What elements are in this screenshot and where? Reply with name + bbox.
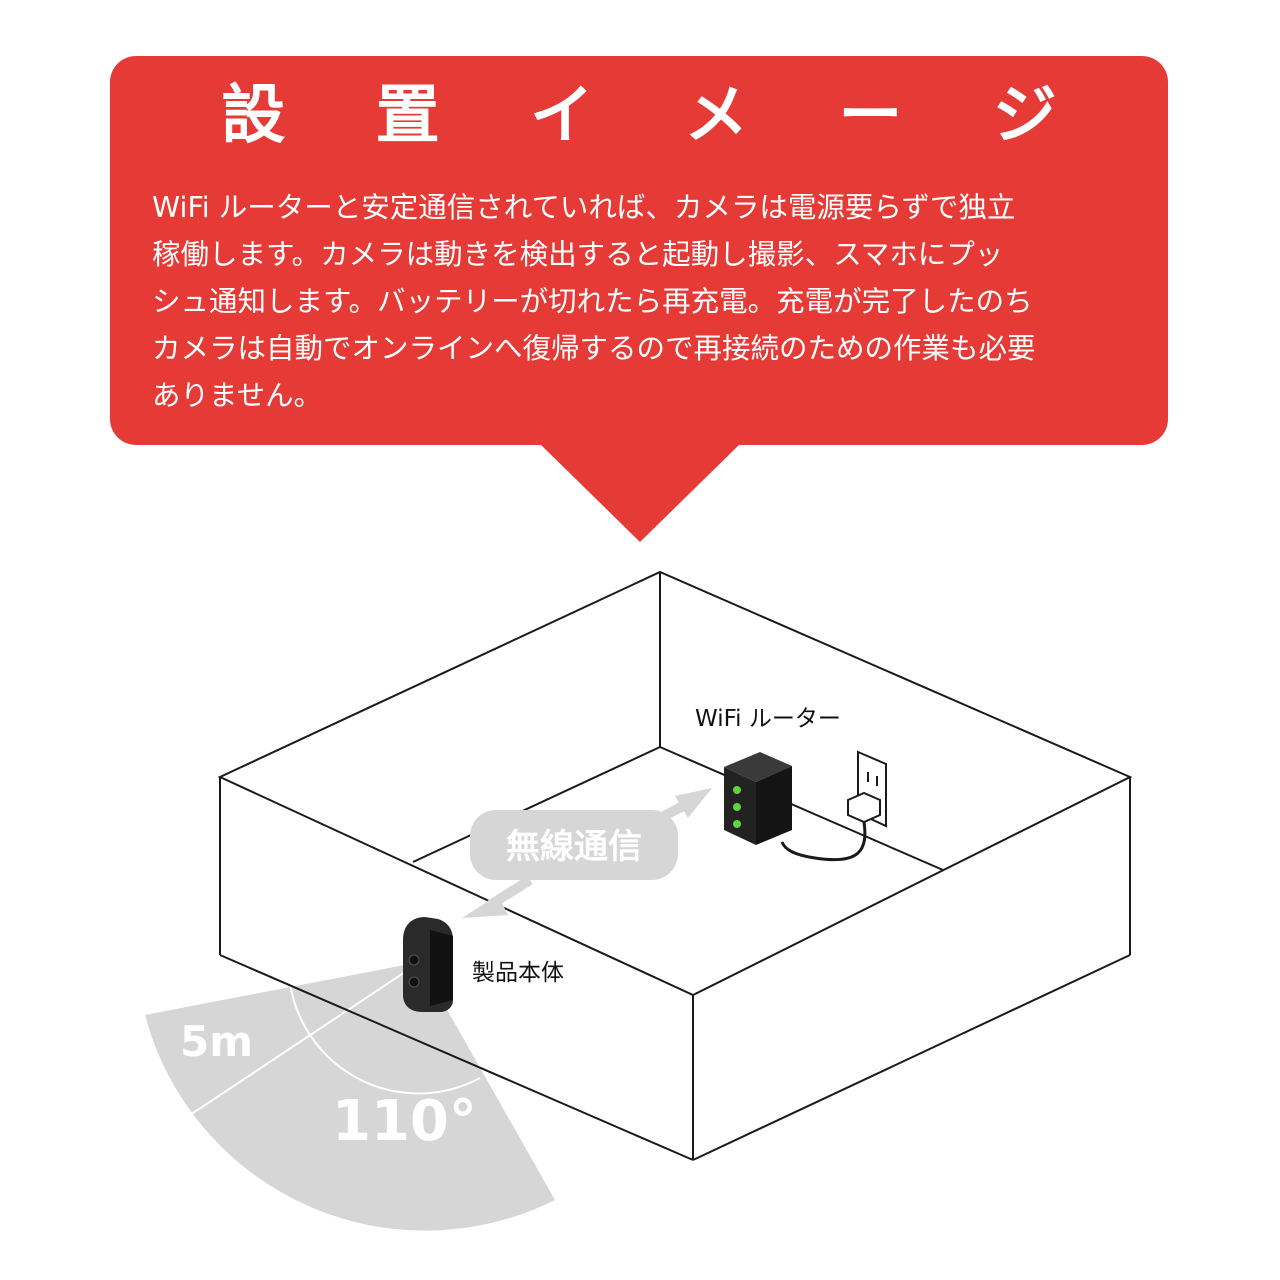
wall-outlet bbox=[780, 750, 887, 862]
room-box bbox=[217, 570, 1133, 1161]
description-line: ありません。 bbox=[152, 379, 323, 412]
wireless-label-bg bbox=[470, 810, 678, 880]
range-arc bbox=[289, 982, 481, 1095]
router-led bbox=[733, 803, 741, 811]
router-label: WiFi ルーター bbox=[695, 706, 841, 732]
callout-title: 設 置 イ メ ー ジ bbox=[221, 79, 1091, 153]
router-led bbox=[733, 786, 741, 794]
callout-description: WiFi ルーターと安定通信されていれば、カメラは電源要らずで独立 稼働します。… bbox=[152, 184, 1137, 419]
description-line: シュ通知します。バッテリーが切れたら再充電。充電が完了したのち bbox=[152, 285, 1033, 318]
description-line: WiFi ルーターと安定通信されていれば、カメラは電源要らずで独立 bbox=[152, 191, 1016, 224]
angle-label: 110° bbox=[332, 1089, 477, 1154]
description-line: 稼働します。カメラは動きを検出すると起動し撮影、スマホにプッ bbox=[152, 238, 1004, 271]
camera-view-fan bbox=[145, 962, 555, 1231]
description-line: カメラは自動でオンラインへ復帰するので再接続のための作業も必要 bbox=[152, 332, 1036, 365]
camera-lens bbox=[408, 954, 420, 966]
product-label: 製品本体 bbox=[472, 960, 564, 986]
range-line bbox=[177, 961, 421, 1124]
motion-sensor bbox=[408, 976, 420, 988]
wireless-label: 無線通信 bbox=[506, 827, 642, 867]
power-plug bbox=[847, 791, 881, 824]
router-led bbox=[733, 820, 741, 828]
power-cable bbox=[780, 821, 867, 862]
wifi-router bbox=[724, 752, 792, 845]
wireless-arrow bbox=[462, 788, 712, 918]
camera-device bbox=[403, 917, 453, 1012]
range-label: 5m bbox=[180, 1017, 253, 1066]
callout-box bbox=[110, 56, 1168, 445]
